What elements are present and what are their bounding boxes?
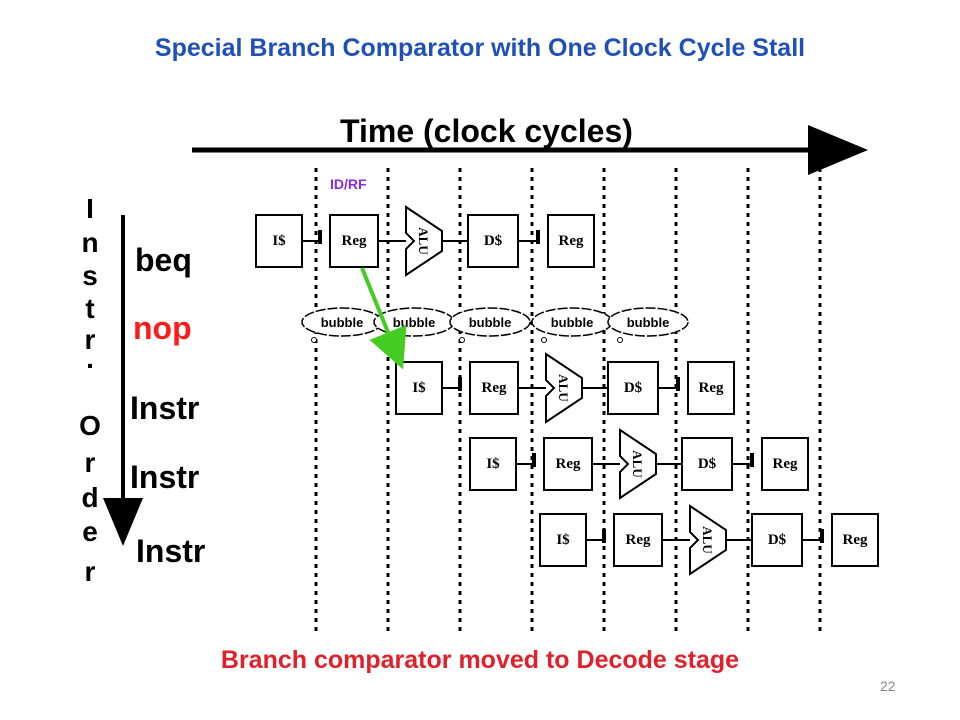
order-char: s [82,260,98,291]
row-label-instr-2: Instr [130,459,200,495]
imem-stage [469,437,517,491]
reg-write-stage [687,361,735,415]
order-char: . [86,343,94,374]
order-char: r [84,447,96,478]
reg-write-stage [547,214,595,268]
reg-read-label: Reg [342,233,367,249]
alu-stage [405,205,443,277]
bubble-label: bubble [321,315,364,330]
dmem-stage [681,437,733,491]
reg-write-label: Reg [773,456,798,472]
imem-stage [539,513,587,567]
clock-gridlines [314,168,822,636]
page-number: 22 [880,678,896,694]
reg-read-label: Reg [626,532,651,548]
reg-read-label: Reg [556,456,581,472]
row-label-nop: nop [133,310,192,346]
imem-stage [395,361,443,415]
alu-label: ALU [556,374,571,402]
reg-write-stage [831,513,879,567]
reg-write-stage [761,437,809,491]
bubble-label: bubble [627,315,670,330]
imem-label: I$ [272,233,286,249]
row-label-instr-1: Instr [130,390,200,426]
bubble: bubble [449,307,531,343]
slide-title: Special Branch Comparator with One Clock… [154,34,806,62]
alu-stage [689,504,727,576]
bubble: bubble [531,307,613,343]
reg-write-label: Reg [559,233,584,249]
reg-read-label: Reg [482,380,507,396]
reg-read-stage [613,513,663,567]
alu-label: ALU [416,227,431,255]
dmem-label: D$ [698,456,717,472]
bubble-label: bubble [551,315,594,330]
order-char: I [86,193,94,224]
reg-read-stage [469,361,519,415]
footer-note: Branch comparator moved to Decode stage [220,646,740,674]
dmem-label: D$ [484,233,503,249]
pipeline-row-instr-1: I$ Reg ALU D$ Reg [395,352,735,424]
order-char: e [82,516,98,547]
bubble-row: bubble bubble bubble bubble bubble [301,307,689,343]
branch-resolve-arrow [360,267,407,370]
order-char: t [85,293,95,324]
pipeline-row-instr-2: I$ Reg ALU D$ Reg [469,428,809,500]
bubble-label: bubble [469,315,512,330]
reg-write-label: Reg [699,380,724,396]
bubble-label: bubble [393,315,436,330]
imem-stage [255,214,303,268]
order-char: r [84,324,96,355]
row-label-instr-3: Instr [136,533,206,569]
pipeline-row-instr-3: I$ Reg ALU D$ Reg [539,504,879,576]
time-axis-label: Time (clock cycles) [340,113,633,149]
alu-label: ALU [700,526,715,554]
reg-write-label: Reg [843,532,868,548]
imem-label: I$ [486,456,500,472]
alu-stage [545,352,583,424]
reg-read-stage [543,437,593,491]
dmem-label: D$ [768,532,787,548]
pipeline-row-beq: I$ Reg ALU D$ Reg [255,205,595,277]
order-char: r [84,556,96,587]
imem-label: I$ [412,380,426,396]
row-label-beq: beq [135,242,192,278]
dmem-label: D$ [624,380,643,396]
imem-label: I$ [556,532,570,548]
order-char: d [81,482,99,513]
bubble: bubble [607,307,689,343]
order-char: O [79,410,101,441]
bubble: bubble [301,307,383,343]
alu-label: ALU [630,450,645,478]
order-char: n [81,227,99,258]
alu-stage [619,428,657,500]
id-rf-note: ID/RF [330,176,367,192]
